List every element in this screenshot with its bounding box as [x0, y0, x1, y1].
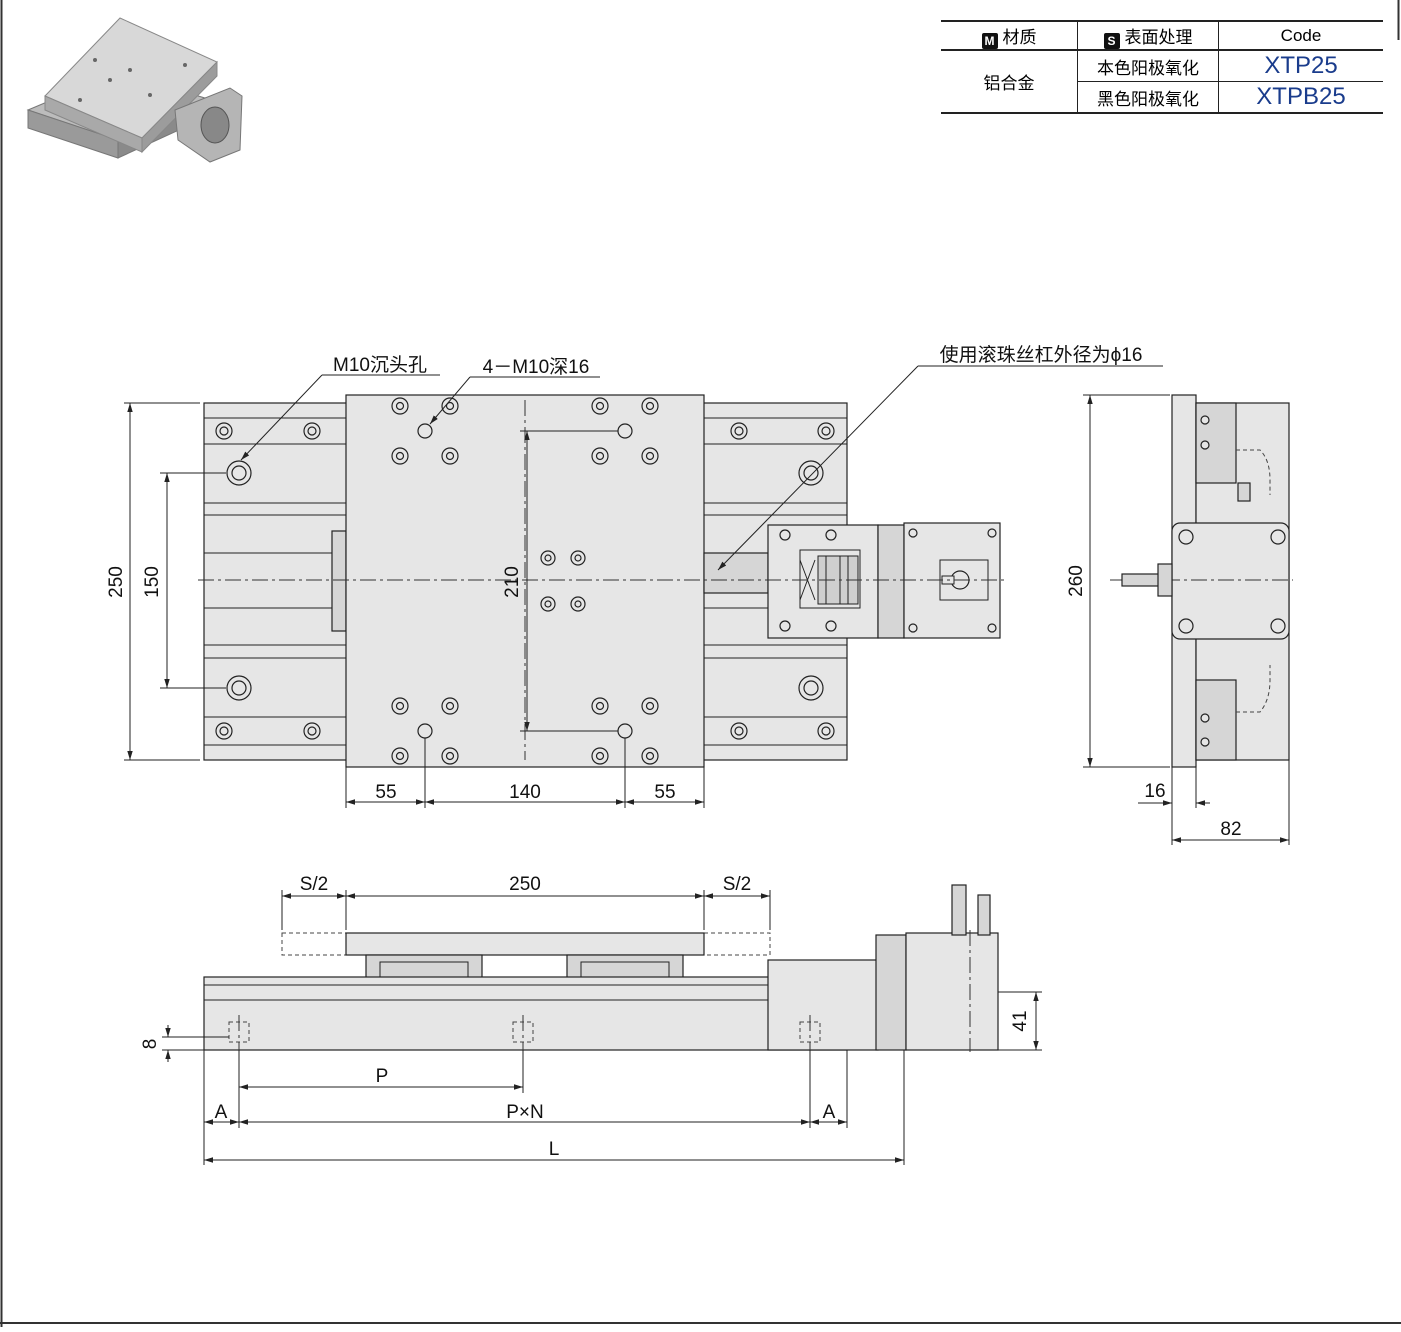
header-code: Code	[1218, 20, 1383, 51]
header-surface-label: 表面处理	[1124, 27, 1193, 47]
dim-pxn: P×N	[506, 1102, 544, 1123]
dim-250-vertical: 250	[106, 566, 127, 598]
dim-55-right: 55	[654, 782, 675, 803]
labels: M10沉头孔 4－M10深16 使用滚珠丝杠外径为ϕ16 250 150 210…	[106, 344, 1242, 1160]
side-view	[1083, 394, 1293, 845]
dim-a-right: A	[823, 1102, 836, 1123]
front-base	[203, 976, 848, 1051]
dim-82: 82	[1220, 819, 1241, 840]
dim-p: P	[376, 1066, 389, 1087]
header-material-label: 材质	[1002, 27, 1037, 47]
dim-250-front: 250	[509, 874, 541, 895]
dim-16: 16	[1144, 781, 1165, 802]
surface-value: 黑色阳极氧化	[1077, 81, 1219, 114]
dim-150: 150	[142, 566, 163, 598]
dim-140: 140	[509, 782, 541, 803]
dim-l: L	[549, 1139, 560, 1160]
front-table	[345, 932, 705, 956]
material-badge: M	[981, 32, 998, 49]
product-photo	[26, 17, 243, 163]
callout-tapped-holes: 4－M10深16	[483, 356, 590, 378]
screw-shaft	[703, 552, 769, 594]
code-value: XTPB25	[1218, 81, 1383, 114]
dim-55-left: 55	[375, 782, 396, 803]
dim-8: 8	[140, 1039, 161, 1050]
dim-210: 210	[502, 566, 523, 598]
material-value: 铝合金	[941, 50, 1078, 114]
spec-row: 黑色阳极氧化 XTPB25	[941, 81, 1383, 114]
front-view	[162, 884, 1042, 1165]
dim-s2-left: S/2	[300, 874, 329, 895]
dim-s2-right: S/2	[723, 874, 752, 895]
dim-a-left: A	[215, 1102, 228, 1123]
callout-counterbore: M10沉头孔	[333, 354, 427, 376]
front-motor	[905, 932, 999, 1051]
surface-value: 本色阳极氧化	[1077, 50, 1219, 82]
surface-badge: S	[1103, 32, 1120, 49]
spec-row: 铝合金 本色阳极氧化 XTP25	[941, 50, 1383, 114]
callout-ball-screw: 使用滚珠丝杠外径为ϕ16	[940, 344, 1143, 366]
top-view	[124, 365, 1163, 808]
dim-260: 260	[1066, 565, 1087, 597]
dim-41: 41	[1010, 1010, 1031, 1031]
code-value: XTP25	[1218, 50, 1383, 82]
